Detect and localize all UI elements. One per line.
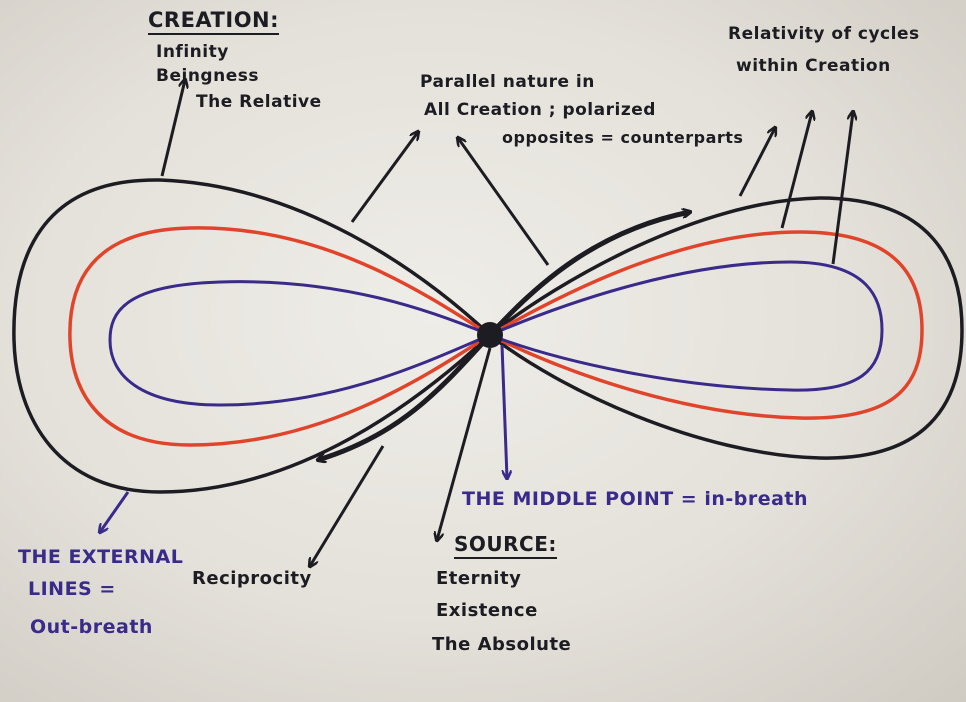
source-heading: SOURCE: [454, 532, 557, 559]
middle-point-label: THE MIDDLE POINT = in-breath [462, 488, 809, 510]
source-line-1: Eternity [436, 568, 522, 589]
arrow-creation [160, 80, 185, 177]
arrow-external-lines [100, 491, 130, 532]
arrow-reciprocity [310, 445, 385, 566]
arrow-relativity-3 [831, 112, 853, 265]
creation-line-2: Beingness [156, 66, 259, 86]
relativity-line-1: Relativity of cycles [728, 24, 920, 44]
arrow-relativity-1 [738, 128, 775, 197]
arrow-source [437, 347, 492, 540]
source-line-2: Existence [436, 600, 538, 621]
flow-arrow-left [318, 333, 492, 460]
arrow-parallel-right [458, 138, 550, 266]
creation-line-3: The Relative [196, 92, 322, 112]
flow-arrow-right [488, 212, 690, 337]
arrow-middle-point [500, 344, 507, 478]
parallel-line-3: opposites = counterparts [502, 128, 744, 147]
arrow-relativity-2 [780, 112, 812, 229]
external-line-2: LINES = [28, 578, 116, 600]
relativity-line-2: within Creation [736, 56, 891, 76]
middle-point-dot [477, 322, 503, 348]
reciprocity-label: Reciprocity [192, 568, 312, 589]
creation-line-1: Infinity [156, 42, 229, 62]
external-line-3: Out-breath [30, 616, 153, 638]
parallel-line-2: All Creation ; polarized [424, 100, 656, 120]
arrow-parallel-left [350, 132, 418, 223]
parallel-line-1: Parallel nature in [420, 72, 595, 92]
creation-heading: CREATION: [148, 8, 280, 35]
external-line-1: THE EXTERNAL [18, 546, 184, 568]
source-line-3: The Absolute [432, 634, 572, 655]
